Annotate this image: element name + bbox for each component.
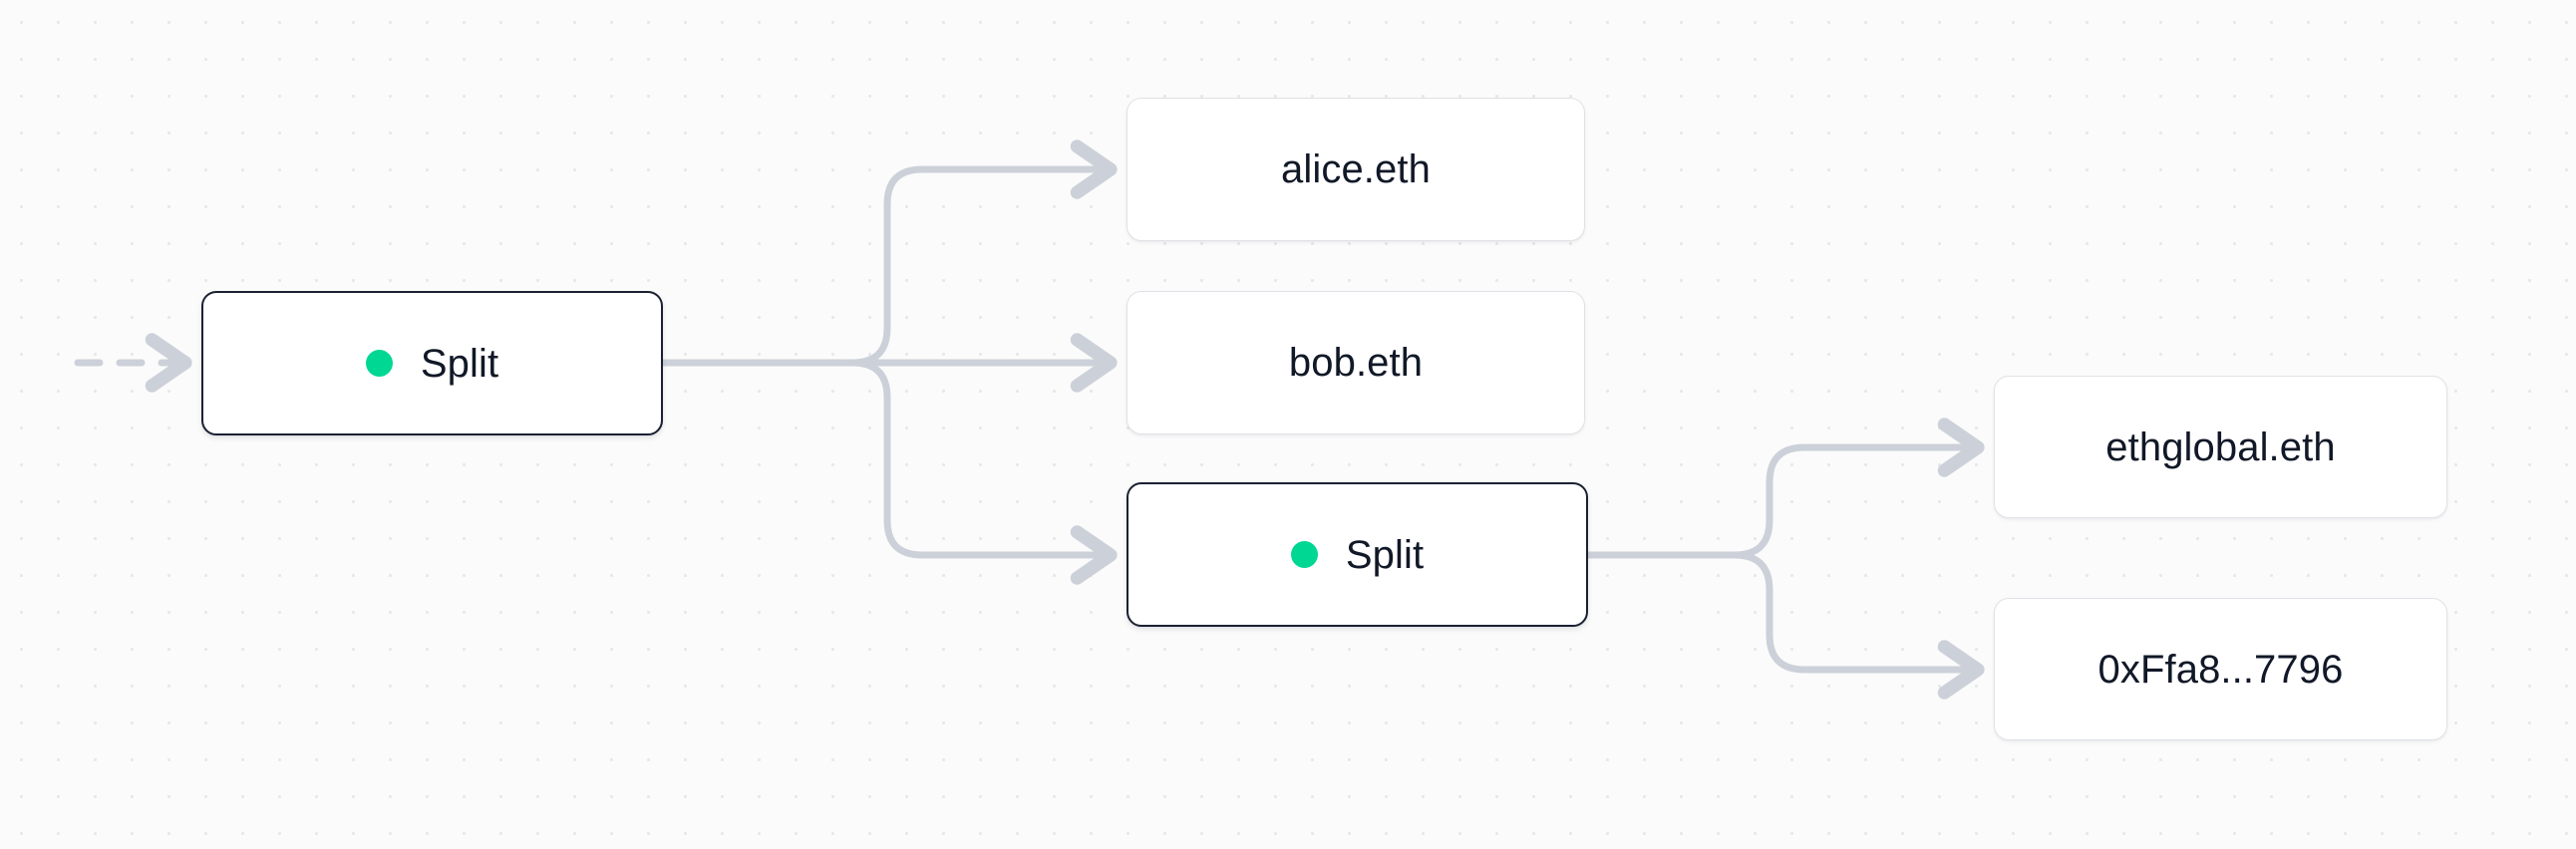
- node-ethglobal[interactable]: ethglobal.eth: [1994, 376, 2447, 518]
- node-label: bob.eth: [1288, 341, 1424, 385]
- node-split-root[interactable]: Split: [201, 291, 663, 435]
- node-label: Split: [420, 341, 499, 386]
- node-address[interactable]: 0xFfa8...7796: [1994, 598, 2447, 740]
- node-alice[interactable]: alice.eth: [1127, 98, 1585, 241]
- node-label: ethglobal.eth: [2105, 424, 2336, 469]
- node-bob[interactable]: bob.eth: [1127, 291, 1585, 434]
- status-dot-icon: [365, 350, 393, 377]
- node-label: Split: [1345, 532, 1425, 577]
- node-label: 0xFfa8...7796: [2097, 647, 2344, 692]
- edge-split-root-split-child: [659, 359, 1118, 585]
- edge-split-child-ethglobal: [1584, 418, 1985, 559]
- node-split-child[interactable]: Split: [1127, 482, 1588, 627]
- edge-split-child-address: [1584, 551, 1985, 700]
- edge-split-root-alice: [659, 140, 1118, 367]
- status-dot-icon: [1290, 541, 1318, 568]
- node-label: alice.eth: [1281, 147, 1431, 191]
